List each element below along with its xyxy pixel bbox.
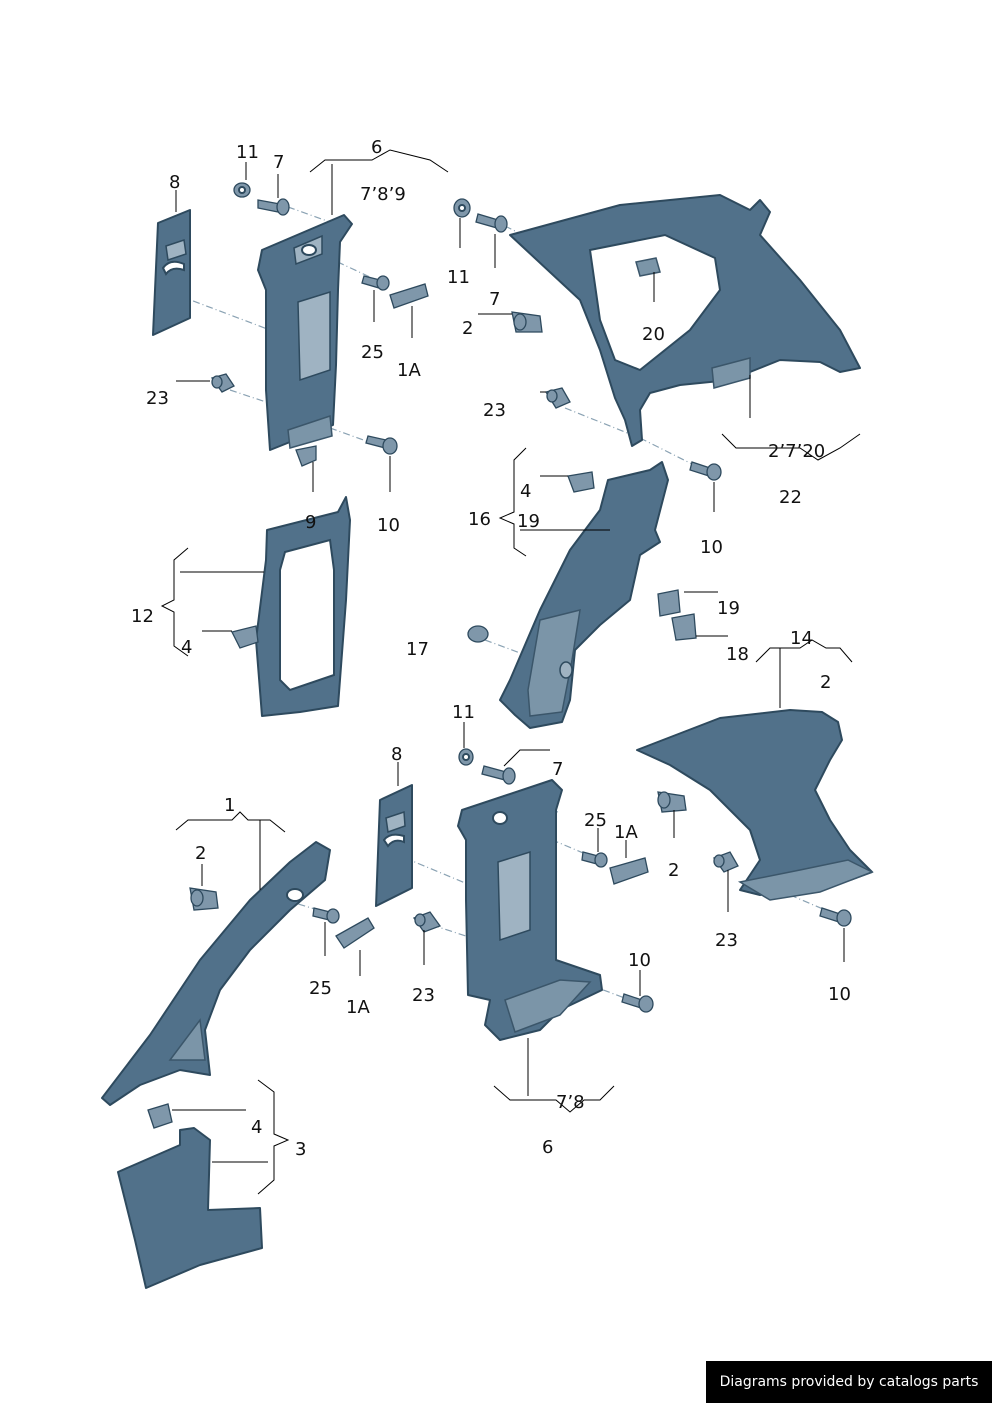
cover-1A-lower-left <box>335 917 375 949</box>
part-14-lower-quarter-trim <box>636 709 874 901</box>
label-2-7-20: 2’7’20 <box>768 441 825 462</box>
cover-1A-bottom <box>609 857 649 885</box>
clip-19 <box>657 589 681 617</box>
label-19: 19 <box>517 511 540 532</box>
label-4: 4 <box>520 481 531 502</box>
label-7-8-9: 7’8’9 <box>360 184 406 205</box>
label-10: 10 <box>628 950 651 971</box>
clip-2-lower-left <box>189 887 219 911</box>
part-6-b-pillar-trim-top <box>257 214 353 451</box>
screw-10-top <box>365 435 398 455</box>
clip-4-right <box>567 471 595 493</box>
clip-4-left <box>231 625 259 649</box>
screw-7-bottom <box>481 765 516 785</box>
screw-10-lower-right <box>819 907 852 927</box>
label-7: 7 <box>552 759 563 780</box>
cap-nut-11-bottom <box>458 748 474 766</box>
label-7: 7 <box>273 152 284 173</box>
label-8: 8 <box>391 744 402 765</box>
part-6-b-pillar-trim-bottom <box>457 779 603 1041</box>
label-2: 2 <box>820 672 831 693</box>
label-10: 10 <box>700 537 723 558</box>
screw-25-bottom <box>581 851 608 868</box>
label-2: 2 <box>195 843 206 864</box>
clip-23-bottom <box>412 911 442 933</box>
label-1: 1 <box>224 795 235 816</box>
label-22: 22 <box>779 487 802 508</box>
screw-10-right <box>689 461 722 481</box>
label-18: 18 <box>726 644 749 665</box>
label-11: 11 <box>236 142 259 163</box>
label-2: 2 <box>462 318 473 339</box>
clip-4-lower-left <box>147 1103 173 1129</box>
label-3: 3 <box>295 1139 306 1160</box>
label-19: 19 <box>717 598 740 619</box>
cover-1A-top <box>389 283 429 309</box>
cap-nut-11-right <box>453 198 471 218</box>
clip-23-right <box>544 387 571 409</box>
credit-banner: Diagrams provided by catalogs parts <box>706 1361 992 1403</box>
screw-25-lower-left <box>312 907 340 924</box>
screw-25-top <box>361 275 390 291</box>
label-12: 12 <box>131 606 154 627</box>
screw-7-top <box>257 198 290 216</box>
part-12-pillar-trim <box>255 496 351 717</box>
label-4: 4 <box>181 637 192 658</box>
part-8-switch-panel-bottom <box>375 784 413 907</box>
label-25: 25 <box>309 978 332 999</box>
label-7-8: 7’8 <box>556 1092 585 1113</box>
part-1-a-pillar-trim <box>101 841 331 1106</box>
clip-18 <box>671 613 697 641</box>
screw-10-bottom <box>621 993 654 1013</box>
label-1A: 1A <box>397 360 421 381</box>
part-22-c-pillar-trim <box>509 194 861 447</box>
clip-9 <box>295 445 317 467</box>
part-3-lower-trim <box>117 1127 263 1289</box>
label-4: 4 <box>251 1117 262 1138</box>
clip-23-top <box>210 373 235 393</box>
label-25: 25 <box>361 342 384 363</box>
label-6: 6 <box>542 1137 553 1158</box>
label-9: 9 <box>305 512 316 533</box>
label-20: 20 <box>642 324 665 345</box>
clip-2-lower-right <box>657 791 687 813</box>
screw-7-right <box>475 213 508 233</box>
label-23: 23 <box>412 985 435 1006</box>
leader-lines <box>160 149 861 1195</box>
label-23: 23 <box>715 930 738 951</box>
label-1A: 1A <box>346 997 370 1018</box>
label-6: 6 <box>371 137 382 158</box>
label-17: 17 <box>406 639 429 660</box>
plug-17 <box>467 625 489 643</box>
callout-labels: 11 7 6 7’8’9 8 25 1A 23 9 10 12 4 11 7 2… <box>131 137 851 1160</box>
label-1A: 1A <box>614 822 638 843</box>
fasteners <box>147 182 852 1129</box>
label-8: 8 <box>169 172 180 193</box>
clip-23-lower-right <box>712 851 739 873</box>
cap-nut-11-top <box>233 182 251 198</box>
label-10: 10 <box>377 515 400 536</box>
label-7: 7 <box>489 289 500 310</box>
label-14: 14 <box>790 628 813 649</box>
part-16-rear-pillar-trim <box>499 461 669 729</box>
label-11: 11 <box>447 267 470 288</box>
label-11: 11 <box>452 702 475 723</box>
label-2: 2 <box>668 860 679 881</box>
label-23: 23 <box>483 400 506 421</box>
label-10: 10 <box>828 984 851 1005</box>
part-8-switch-panel-top <box>152 209 191 336</box>
label-25: 25 <box>584 810 607 831</box>
label-16: 16 <box>468 509 491 530</box>
label-23: 23 <box>146 388 169 409</box>
clip-2-right <box>511 311 543 333</box>
